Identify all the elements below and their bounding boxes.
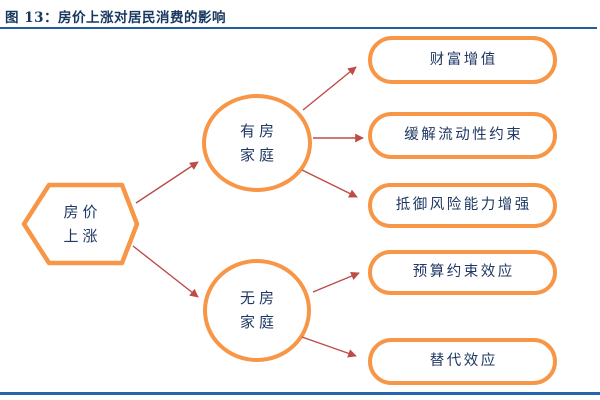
- node-wealth-appreciation: 财富增值: [368, 36, 557, 84]
- node-homeowner-family: 有房 家庭: [202, 94, 312, 192]
- title-divider-rule: [0, 27, 597, 29]
- arrow-homeowner-to-wealth-appreciation: [302, 66, 357, 111]
- figure-title: 图 13：房价上涨对居民消费的影响: [5, 10, 226, 26]
- node-substitution-effect: 替代效应: [368, 338, 557, 385]
- wealth-appreciation-label: 财富增值: [429, 51, 498, 68]
- bottom-divider-rule: [0, 392, 600, 395]
- housing-price-label-line2: 上涨: [63, 226, 102, 245]
- node-liquidity-constraint-relief: 缓解流动性约束: [368, 112, 557, 159]
- non-homeowner-label-line1: 无房: [239, 289, 278, 307]
- substitution-effect-label: 替代效应: [429, 353, 498, 370]
- housing-price-label-line1: 房价: [63, 202, 102, 221]
- node-non-homeowner-family: 无房 家庭: [203, 259, 311, 362]
- arrow-non-homeowner-to-substitution: [301, 336, 357, 358]
- arrow-hexagon-to-non-homeowner: [132, 245, 199, 298]
- homeowner-label-line2: 家庭: [239, 145, 278, 164]
- arrow-hexagon-to-homeowner: [135, 161, 199, 204]
- homeowner-label-line1: 有房: [239, 121, 278, 140]
- arrow-homeowner-to-risk-resistance: [301, 169, 358, 198]
- risk-resistance-strengthening-label: 抵御风险能力增强: [395, 197, 532, 214]
- liquidity-constraint-relief-label: 缓解流动性约束: [404, 127, 524, 144]
- node-risk-resistance-strengthening: 抵御风险能力增强: [368, 183, 557, 228]
- budget-constraint-effect-label: 预算约束效应: [412, 264, 515, 281]
- node-housing-price-rise: 房价 上涨: [24, 185, 137, 263]
- non-homeowner-label-line2: 家庭: [239, 313, 278, 331]
- node-budget-constraint-effect: 预算约束效应: [368, 250, 557, 295]
- arrow-non-homeowner-to-budget-constraint: [312, 271, 360, 293]
